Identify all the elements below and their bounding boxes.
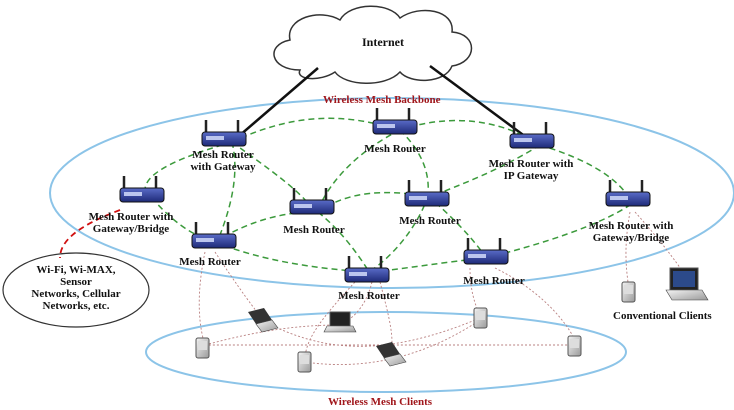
router-label-line: Mesh Router xyxy=(364,143,426,155)
router-icon xyxy=(289,188,335,215)
router-icon xyxy=(605,180,651,207)
other-networks-line: Networks, etc. xyxy=(42,300,110,312)
router-label-ctr: Mesh Router xyxy=(390,215,470,227)
router-label-line: Gateway/Bridge xyxy=(592,232,670,244)
conventional-clients-label: Conventional Clients xyxy=(613,310,712,322)
router-label-brr: Mesh Router with Gateway/Bridge xyxy=(576,220,686,244)
laptop-icon xyxy=(323,311,357,333)
other-networks-line: Wi-Fi, Wi-MAX, xyxy=(36,264,116,276)
router-label-mid: Mesh Router xyxy=(274,224,354,236)
router-label-line: Mesh Router xyxy=(338,290,400,302)
router-label-line: Mesh Router xyxy=(179,256,241,268)
router-icon xyxy=(372,108,418,135)
backbone-label: Wireless Mesh Backbone xyxy=(323,94,441,106)
pda-icon xyxy=(297,351,312,373)
router-label-top: Mesh Router xyxy=(355,143,435,155)
router-label-line: with Gateway xyxy=(190,161,256,173)
router-label-line: Mesh Router xyxy=(399,215,461,227)
internet-label: Internet xyxy=(362,35,404,49)
laptop-icon xyxy=(665,267,709,301)
bridge-link xyxy=(59,209,121,259)
router-label-line: Mesh Router xyxy=(463,275,525,287)
pda-icon xyxy=(473,307,488,329)
router-label-br: Mesh Router xyxy=(454,275,534,287)
router-icon xyxy=(191,222,237,249)
other-networks-label: Wi-Fi, Wi-MAX, Sensor Networks, Cellular… xyxy=(6,264,146,312)
router-label-line: Mesh Router with xyxy=(488,158,574,170)
router-label-ml: Mesh Router xyxy=(170,256,250,268)
internet-link xyxy=(231,67,319,143)
router-label-line: Mesh Router xyxy=(283,224,345,236)
other-networks-line: Networks, Cellular xyxy=(31,288,121,300)
backbone-ellipse xyxy=(49,97,734,289)
router-label-line: Gateway/Bridge xyxy=(92,223,170,235)
router-icon xyxy=(201,120,247,147)
pda-icon xyxy=(567,335,582,357)
other-networks-line: Sensor xyxy=(60,276,92,288)
clients-ellipse xyxy=(145,311,627,393)
pda-icon xyxy=(621,281,636,303)
router-label-gw: Mesh Router with Gateway xyxy=(183,149,263,173)
router-icons xyxy=(119,108,651,283)
router-label-line: Mesh Router xyxy=(192,149,254,161)
router-label-line: Mesh Router with xyxy=(88,211,174,223)
router-icon xyxy=(404,180,450,207)
laptop-icon xyxy=(248,308,279,333)
router-icon xyxy=(463,238,509,265)
router-label-brl: Mesh Router with Gateway/Bridge xyxy=(76,211,186,235)
router-icon xyxy=(509,122,555,149)
laptop-icon xyxy=(376,342,407,367)
router-label-bc: Mesh Router xyxy=(329,290,409,302)
router-label-line: IP Gateway xyxy=(503,170,559,182)
clients-label: Wireless Mesh Clients xyxy=(328,396,433,408)
internet-cloud-icon xyxy=(273,5,473,84)
router-label-line: Mesh Router with xyxy=(588,220,674,232)
other-networks-ellipse xyxy=(2,252,150,328)
router-label-ipgw: Mesh Router with IP Gateway xyxy=(476,158,586,182)
router-icon xyxy=(119,176,165,203)
pda-icon xyxy=(195,337,210,359)
router-icon xyxy=(344,256,390,283)
client-devices xyxy=(195,267,709,373)
